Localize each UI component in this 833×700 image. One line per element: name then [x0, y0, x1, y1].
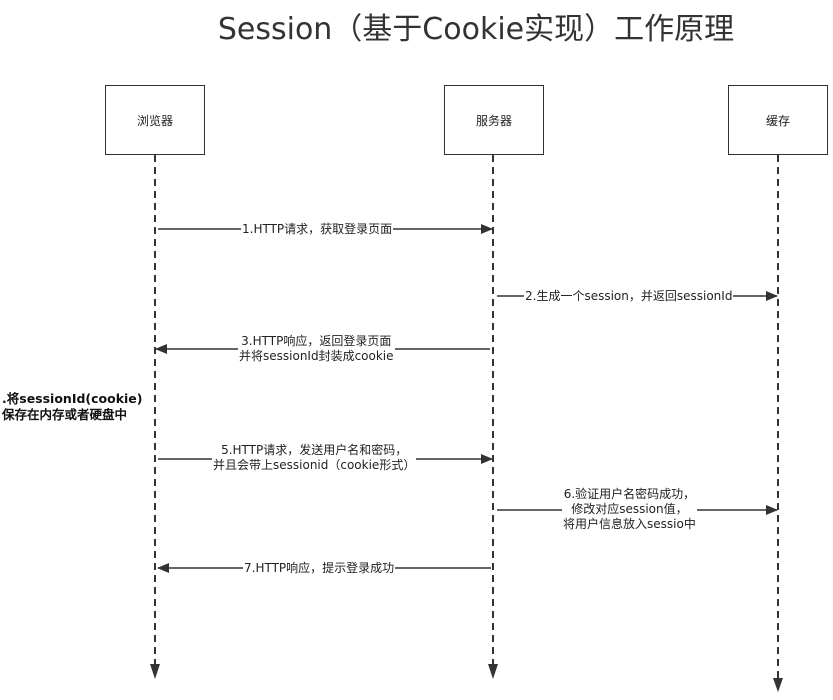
message-6-label: 6.验证用户名密码成功， 修改对应session值， 将用户信息放入sessio…	[562, 487, 697, 532]
message-6-label-line1: 6.验证用户名密码成功，	[563, 487, 696, 501]
message-6-label-line2: 修改对应session值，	[571, 502, 688, 516]
message-2-label: 2.生成一个session，并返回sessionId	[524, 289, 734, 304]
actor-server: 服务器	[444, 85, 544, 155]
message-7-label: 7.HTTP响应，提示登录成功	[243, 561, 396, 576]
message-3-label: 3.HTTP响应，返回登录页面 并将sessionId封装成cookie	[238, 334, 395, 364]
browser-note: .将sessionId(cookie) 保存在内存或者硬盘中	[2, 391, 143, 423]
actor-browser: 浏览器	[105, 85, 205, 155]
message-5-label-line2: 并且会带上sessionid（cookie形式）	[213, 458, 416, 472]
message-5-label-line1: 5.HTTP请求，发送用户名和密码，	[221, 443, 408, 457]
diagram-title: Session（基于Cookie实现）工作原理	[217, 12, 735, 47]
message-6-label-line3: 将用户信息放入sessio中	[563, 517, 696, 531]
browser-note-line2: 保存在内存或者硬盘中	[2, 407, 128, 422]
message-3-label-line1: 3.HTTP响应，返回登录页面	[241, 334, 392, 348]
cache-lifeline-arrowhead	[773, 678, 783, 692]
browser-note-line1: .将sessionId(cookie)	[2, 391, 143, 406]
actor-cache: 缓存	[728, 85, 828, 155]
message-5-label: 5.HTTP请求，发送用户名和密码， 并且会带上sessionid（cookie…	[212, 443, 417, 473]
browser-lifeline-arrowhead	[150, 664, 160, 679]
server-lifeline-arrowhead	[488, 664, 498, 679]
message-3-label-line2: 并将sessionId封装成cookie	[239, 349, 394, 363]
message-1-label: 1.HTTP请求，获取登录页面	[241, 222, 394, 237]
